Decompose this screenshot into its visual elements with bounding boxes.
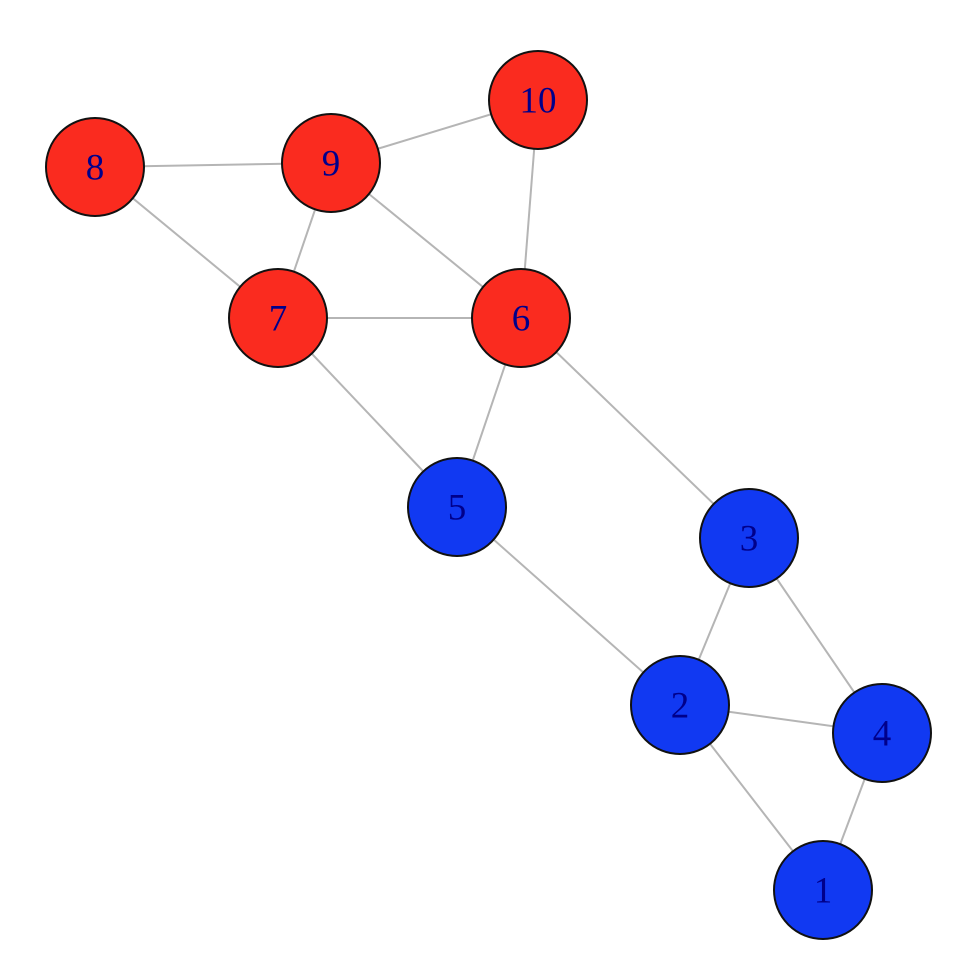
node-layer: 1 2 3 4 5 6 7 8 9 10 [45,50,932,940]
node-circle-7[interactable] [228,268,328,368]
node-label-6: 6 [512,299,531,340]
node-circle-2[interactable] [630,655,730,755]
node-circle-8[interactable] [45,117,145,217]
node-circle-10[interactable] [488,50,588,150]
node-circle-9[interactable] [281,113,381,213]
graph-node-2[interactable]: 2 [630,655,730,755]
node-label-4: 4 [873,714,892,755]
graph-node-1[interactable]: 1 [773,840,873,940]
node-label-8: 8 [86,148,105,189]
node-label-5: 5 [448,488,467,529]
graph-node-8[interactable]: 8 [45,117,145,217]
node-circle-6[interactable] [471,268,571,368]
graph-edge-6-3 [520,317,750,539]
node-label-7: 7 [269,299,288,340]
graph-node-9[interactable]: 9 [281,113,381,213]
graph-node-10[interactable]: 10 [488,50,588,150]
graph-node-7[interactable]: 7 [228,268,328,368]
node-label-9: 9 [322,144,341,185]
graph-node-3[interactable]: 3 [699,488,799,588]
node-circle-3[interactable] [699,488,799,588]
node-circle-5[interactable] [407,457,507,557]
graph-node-6[interactable]: 6 [471,268,571,368]
node-label-2: 2 [671,686,690,727]
node-label-10: 10 [520,81,557,122]
node-label-3: 3 [740,519,759,560]
graph-node-5[interactable]: 5 [407,457,507,557]
node-label-1: 1 [814,871,833,912]
node-circle-1[interactable] [773,840,873,940]
graph-node-4[interactable]: 4 [832,683,932,783]
node-circle-4[interactable] [832,683,932,783]
